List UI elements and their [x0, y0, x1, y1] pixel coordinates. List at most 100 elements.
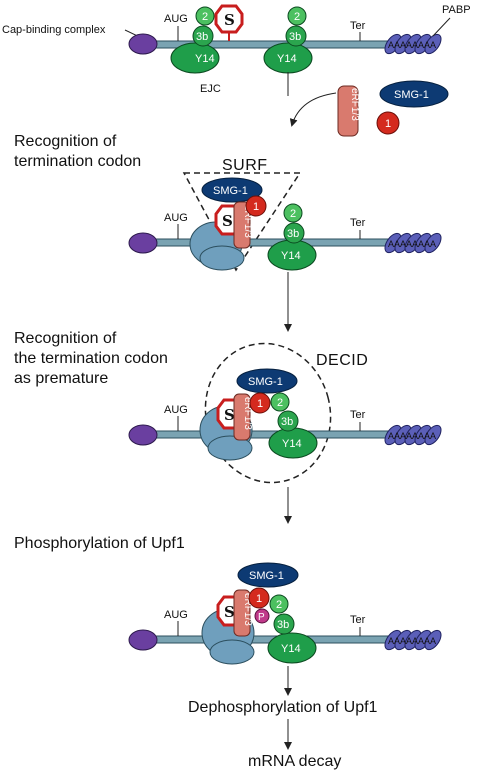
ejc-label: EJC — [200, 83, 221, 95]
aug-label: AUG — [164, 404, 188, 416]
y14-label: Y14 — [281, 643, 301, 655]
pabp-oval — [424, 33, 442, 55]
aug-label: AUG — [164, 13, 188, 25]
erf-free-label: eRF1/3 — [349, 88, 360, 121]
y14-label: Y14 — [281, 250, 301, 262]
ejc-2-protein — [283, 203, 303, 223]
decid-label: DECID — [316, 352, 368, 369]
erf-free — [337, 85, 359, 137]
erf-bound — [233, 589, 251, 637]
ejc-3b-protein — [283, 222, 305, 244]
step-3-panel: Phosphorylation of Upf1 AUG Ter SMG-1 S … — [14, 535, 442, 696]
pabp-oval — [424, 232, 442, 254]
cap-oval — [128, 33, 158, 55]
surf-label: SURF — [222, 157, 268, 174]
erf-label: eRF1/3 — [242, 205, 253, 238]
step3-title: Phosphorylation of Upf1 — [14, 535, 185, 552]
y14-label: Y14 — [195, 53, 215, 65]
ejc-3b-label: 3b — [277, 619, 289, 631]
ejc-3b-label: 3b — [289, 31, 301, 43]
step1-title-line2: termination codon — [14, 153, 141, 170]
upf1-label: 1 — [256, 593, 262, 605]
poly-a-tail: AAAAAAAA — [388, 636, 436, 646]
ejc-2-protein — [270, 392, 290, 412]
pabp-pointer-line — [432, 17, 451, 37]
ter-label: Ter — [350, 20, 366, 32]
erf-bound — [233, 201, 251, 249]
step-2-panel: Recognition of the termination codon as … — [14, 330, 442, 524]
cap-oval — [128, 424, 158, 446]
dephosphorylation-label: Dephosphorylation of Upf1 — [188, 699, 378, 716]
upf1-label: 1 — [253, 201, 259, 213]
incoming-arrow — [289, 92, 337, 127]
pabp-cluster: AAAAAAAA — [384, 232, 442, 254]
cap-oval — [128, 232, 158, 254]
mrna-strand — [149, 430, 389, 439]
erf-label: eRF1/3 — [242, 397, 253, 430]
y14-protein — [267, 632, 317, 664]
smg1-bound — [236, 368, 298, 394]
decid-zone-outline — [204, 342, 332, 484]
step2-title-line1: Recognition of — [14, 330, 117, 347]
upf1-free — [376, 111, 400, 135]
y14-label: Y14 — [282, 438, 302, 450]
ejc-3b-protein — [192, 25, 214, 47]
stop-glyph: S — [224, 11, 235, 29]
smg1-label: SMG-1 — [248, 376, 283, 388]
smg1-label: SMG-1 — [213, 185, 248, 197]
erf-bound — [233, 393, 251, 441]
ribosome-small — [209, 639, 255, 665]
step2-title-line2: the termination codon — [14, 350, 168, 367]
ter-label: Ter — [350, 614, 366, 626]
step2-title-line3: as premature — [14, 370, 108, 387]
mrna-strand — [149, 635, 389, 644]
ejc-3b-protein — [273, 613, 295, 635]
stop-codon-sign: S — [214, 4, 244, 41]
erf-label: eRF1/3 — [242, 593, 253, 626]
ejc-2-protein — [195, 6, 215, 26]
ejc-2-protein — [287, 6, 307, 26]
ter-label: Ter — [350, 217, 366, 229]
stop-glyph: S — [224, 603, 235, 621]
smg1-free — [379, 80, 449, 108]
ejc-complex-2: Y14 3b 2 — [263, 6, 313, 74]
pabp-cluster: AAAAAAAA — [384, 629, 442, 651]
poly-a-tail: AAAAAAAA — [388, 40, 436, 50]
ejc-2-label: 2 — [277, 397, 283, 409]
pabp-cluster: AAAAAAAA — [384, 424, 442, 446]
pabp-oval — [424, 629, 442, 651]
ter-label: Ter — [350, 409, 366, 421]
ejc-3b-label: 3b — [287, 228, 299, 240]
ejc-2-label: 2 — [294, 11, 300, 23]
ejc-2-label: 2 — [290, 208, 296, 220]
stop-glyph: S — [224, 406, 235, 424]
ribosome-small — [207, 435, 253, 461]
pabp-cluster: AAAAAAAA — [384, 33, 442, 55]
upf1-bound — [249, 392, 271, 414]
phosphate-bubble — [254, 608, 270, 624]
ejc-2-label: 2 — [276, 599, 282, 611]
surf-zone-outline — [182, 172, 302, 272]
cap-oval — [128, 629, 158, 651]
pabp-label: PABP — [442, 4, 471, 16]
ejc-3b-protein — [285, 25, 307, 47]
ribosome-small — [199, 245, 245, 271]
top-mrna-panel: Cap-binding complex AUG Ter Y14 3b 2 S E… — [2, 4, 471, 95]
stop-octagon — [214, 4, 244, 34]
mrna-strand — [149, 238, 389, 247]
step-1-panel: Recognition of termination codon SURF AU… — [14, 133, 442, 332]
step1-title-line1: Recognition of — [14, 133, 117, 150]
ejc-complex-1: Y14 3b 2 — [170, 6, 220, 74]
ejc-2-label: 2 — [202, 11, 208, 23]
mrna-decay-label: mRNA decay — [248, 753, 341, 770]
smg1-bound — [237, 562, 299, 588]
incoming-factors: eRF1/3 SMG-1 1 — [287, 72, 449, 137]
aug-label: AUG — [164, 609, 188, 621]
poly-a-tail: AAAAAAAA — [388, 431, 436, 441]
stop-glyph: S — [222, 212, 233, 230]
y14-protein — [170, 42, 220, 74]
phosphate-label: P — [258, 612, 265, 623]
y14-label: Y14 — [277, 53, 297, 65]
